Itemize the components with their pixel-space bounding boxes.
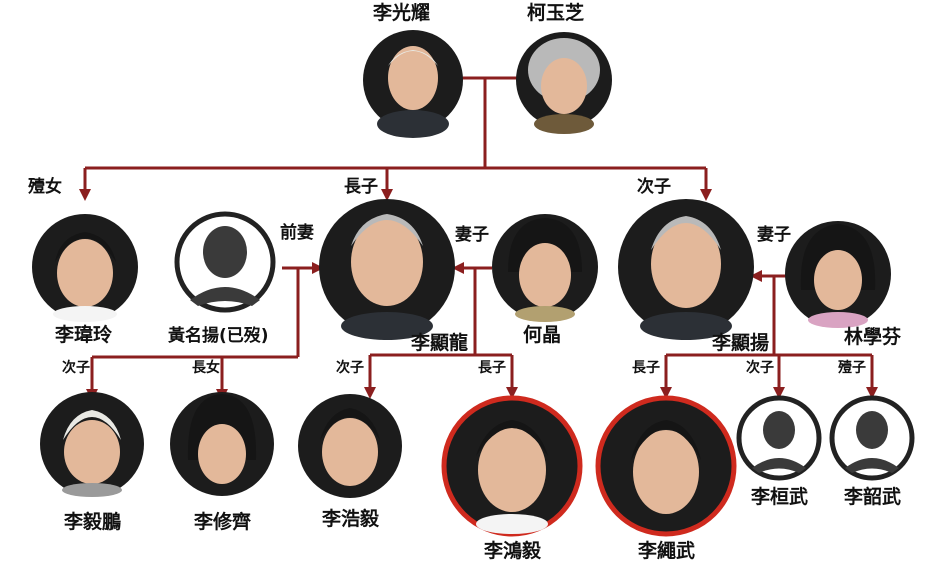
- portrait-lhy3: [441, 395, 583, 537]
- connector-lines: [79, 76, 878, 401]
- portrait-lhy: [618, 199, 754, 340]
- portrait-lhy2: [298, 394, 402, 498]
- relation-lyp-role: 次子: [62, 359, 90, 376]
- portrait-kgc: [516, 32, 612, 134]
- name-lyp: 李毅鵬: [63, 510, 121, 533]
- name-lhw: 李桓武: [750, 485, 808, 508]
- name-lhy2: 李浩毅: [321, 507, 380, 530]
- portrait-lsf: [785, 221, 891, 328]
- name-lsf: 林學芬: [844, 325, 902, 348]
- portrait-lshw: [829, 395, 915, 481]
- name-wmy: 黃名揚(已歿): [167, 325, 269, 346]
- relation-lsw-role: 長子: [632, 360, 660, 376]
- portrait-lhw: [736, 395, 822, 481]
- portrait-lky: [363, 30, 463, 138]
- relation-second-son: 次子: [637, 176, 671, 197]
- portrait-lhl: [319, 199, 455, 340]
- name-lxq: 李修齊: [193, 510, 252, 533]
- portrait-lyp: [40, 392, 144, 497]
- name-hc: 何晶: [523, 323, 561, 346]
- relation-eldest-son: 長子: [344, 177, 378, 197]
- name-lshw: 李韶武: [843, 485, 901, 508]
- name-lky: 李光耀: [372, 1, 430, 24]
- relation-wife-lhl: 妻子: [455, 225, 489, 245]
- portrait-lxq: [170, 392, 274, 496]
- relation-lshw-role: 殪子: [838, 359, 866, 376]
- name-kgc: 柯玉芝: [527, 1, 584, 24]
- name-lsw: 李繩武: [637, 539, 695, 562]
- relation-lxq-role: 長女: [192, 359, 220, 376]
- relation-lhy3-role: 長子: [478, 360, 506, 376]
- relation-lhy2-role: 次子: [336, 359, 364, 376]
- name-lhy3: 李鴻毅: [483, 539, 542, 562]
- relation-youngest-daughter: 殪女: [28, 176, 62, 197]
- relation-former-wife: 前妻: [280, 222, 314, 243]
- name-lhy: 李顯揚: [711, 331, 769, 354]
- portrait-hc: [492, 214, 598, 322]
- portrait-lwl: [32, 214, 138, 322]
- relation-wife-lhy: 妻子: [757, 225, 791, 245]
- name-lhl: 李顯龍: [410, 331, 468, 354]
- relation-lhw-role: 次子: [746, 359, 774, 376]
- portrait-wmy: [174, 211, 276, 313]
- name-lwl: 李瑋玲: [54, 323, 113, 346]
- portrait-lsw: [595, 395, 737, 537]
